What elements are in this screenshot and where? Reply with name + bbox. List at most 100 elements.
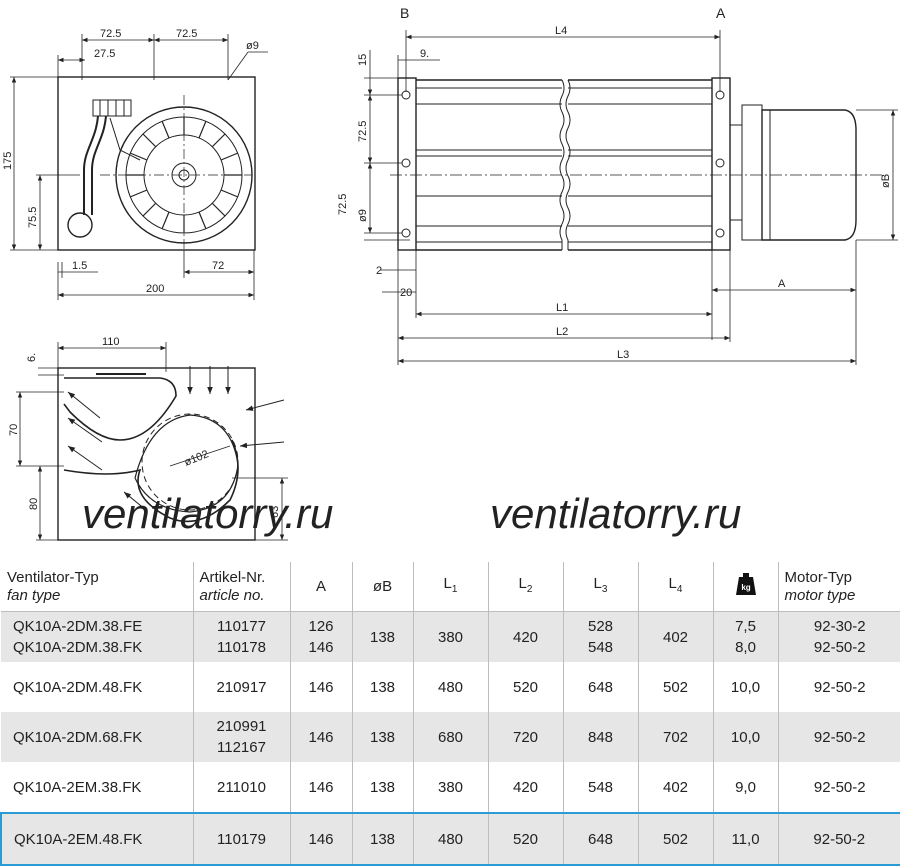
cell-weight: 10,0 — [713, 662, 779, 712]
header-weight: kg — [713, 562, 779, 612]
dim-9: 9. — [420, 48, 429, 60]
header-l3: L3 — [563, 562, 639, 612]
header-a: A — [290, 562, 353, 612]
header-l1: L1 — [413, 562, 489, 612]
cell-l1: 380 — [413, 762, 489, 813]
cell-l4: 502 — [638, 812, 714, 866]
side-view-dimensions — [364, 30, 898, 365]
cell-l4: 402 — [638, 611, 714, 662]
cell-article: 110179 — [193, 812, 291, 866]
cell-l1: 480 — [413, 812, 489, 866]
header-l2: L2 — [488, 562, 564, 612]
cell-l2: 720 — [488, 712, 564, 762]
dim-70: 70 — [8, 424, 20, 436]
dim-102-diameter: ø102 — [183, 448, 211, 469]
section-view — [57, 366, 285, 541]
cell-b: 138 — [352, 662, 414, 712]
cell-motor: 92-50-2 — [813, 778, 866, 796]
section-view-dimensions — [16, 342, 288, 541]
dim-63: 63 — [269, 506, 281, 518]
cell-a: 146 — [290, 812, 353, 866]
dim-hole-9-side: ø9 — [357, 209, 369, 222]
dim-6: 6. — [26, 353, 38, 362]
cell-l3: 848 — [563, 712, 639, 762]
cell-a: 146 — [290, 712, 353, 762]
cell-type: QK10A-2EM.48.FK — [0, 812, 194, 866]
dim-72-5-top: 72.5 — [357, 121, 369, 142]
table-row-highlighted: QK10A-2EM.48.FK 110179 146 138 480 520 6… — [0, 812, 900, 866]
dim-l3: L3 — [617, 349, 629, 361]
dim-110: 110 — [102, 336, 120, 348]
technical-drawing: ventilatorry.ru ventilatorry.ru — [2, 5, 898, 541]
cell-l4: 402 — [638, 762, 714, 813]
dim-1-5: 1.5 — [72, 260, 87, 272]
watermark-right: ventilatorry.ru — [490, 490, 741, 537]
dim-75-5: 75.5 — [27, 207, 39, 228]
cell-type: QK10A-2DM.48.FK — [1, 662, 194, 712]
cell-l1: 680 — [413, 712, 489, 762]
cell-motor: 92-50-2 — [813, 678, 866, 696]
cell-motor: 92-50-2 — [778, 812, 900, 866]
dim-a: A — [778, 278, 786, 290]
cell-type: QK10A-2EM.38.FK — [1, 762, 194, 813]
cell-b: 138 — [352, 611, 414, 662]
cell-a: 146 — [290, 662, 353, 712]
dim-l1: L1 — [556, 302, 568, 314]
cell-article: 211010 — [193, 762, 291, 813]
header-b: øB — [352, 562, 414, 612]
dim-72-5-bottom: 72.5 — [337, 194, 349, 215]
cell-weight: 10,0 — [713, 712, 779, 762]
svg-text:kg: kg — [741, 583, 750, 592]
cell-l1: 480 — [413, 662, 489, 712]
cell-l3: 648 — [563, 662, 639, 712]
cell-l2: 520 — [488, 662, 564, 712]
side-view — [390, 77, 890, 251]
cell-l1: 380 — [413, 611, 489, 662]
front-view-dimensions — [10, 34, 268, 300]
weight-icon: kg — [735, 573, 756, 595]
dim-b-diameter: øB — [880, 174, 892, 188]
cell-l4: 702 — [638, 712, 714, 762]
dim-2: 2 — [376, 265, 382, 277]
cell-weight: 9,0 — [713, 762, 779, 813]
header-l4: L4 — [638, 562, 714, 612]
cell-b: 138 — [352, 712, 414, 762]
view-label-a: A — [716, 5, 726, 21]
table-row: QK10A-2DM.48.FK 210917 146 138 480 520 6… — [1, 662, 900, 712]
cell-b: 138 — [352, 762, 414, 813]
cell-article: 210917 — [193, 662, 291, 712]
cell-l2: 420 — [488, 611, 564, 662]
cell-l3: 548 — [563, 762, 639, 813]
cell-b: 138 — [352, 812, 414, 866]
cell-l2: 420 — [488, 762, 564, 813]
dim-175: 175 — [2, 152, 14, 170]
cell-type: QK10A-2DM.68.FK — [1, 712, 194, 762]
dim-hole-9: ø9 — [246, 40, 259, 52]
dim-15: 15 — [357, 54, 369, 66]
table-row: QK10A-2EM.38.FK 211010 146 138 380 420 5… — [1, 762, 900, 813]
dim-l4: L4 — [555, 25, 567, 37]
dim-20: 20 — [400, 287, 412, 299]
dim-72: 72 — [212, 260, 224, 272]
dim-72-5-left: 72.5 — [100, 28, 121, 40]
header-article: Artikel-Nr.article no. — [193, 562, 291, 612]
cell-motor: 92-50-2 — [778, 712, 900, 762]
dim-27-5: 27.5 — [94, 48, 115, 60]
cell-l3: 648 — [563, 812, 639, 866]
front-view — [57, 76, 256, 251]
dim-80: 80 — [28, 498, 40, 510]
cell-weight: 11,0 — [713, 812, 779, 866]
cell-a: 146 — [290, 762, 353, 813]
